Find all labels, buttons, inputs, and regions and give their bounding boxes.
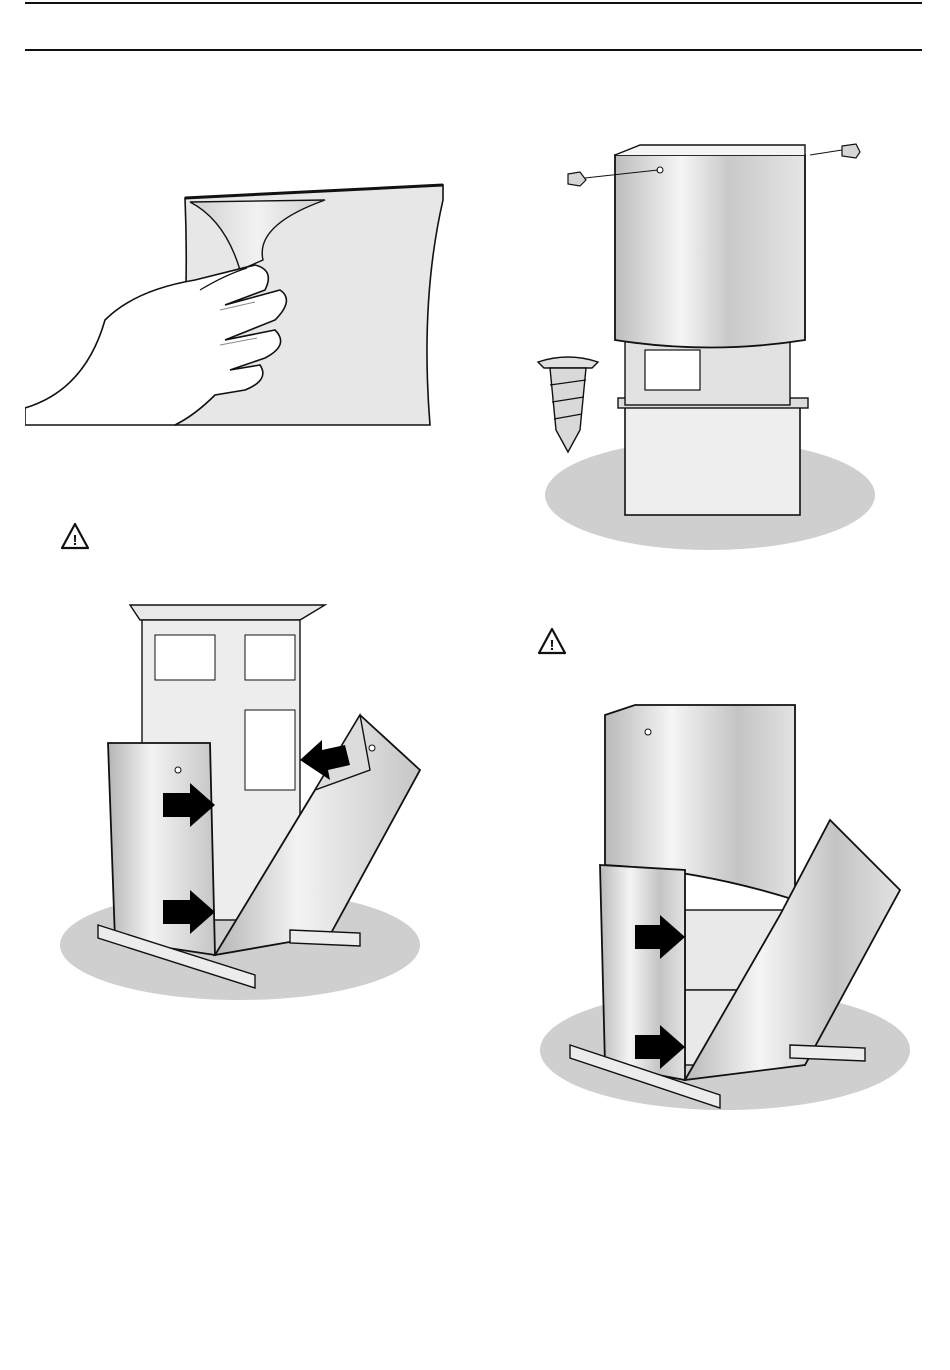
header-rule-bottom [25,49,922,51]
svg-text:!: ! [550,637,555,654]
header-rule-top [25,2,922,4]
upper-chimney-screws-illustration [530,140,875,560]
screw-icon-right [842,144,860,158]
screw-icon-left [568,172,586,186]
lower-chimney-closed-illustration [530,700,910,1120]
warning-triangle-icon: ! [537,627,567,655]
svg-text:!: ! [73,532,78,549]
lower-chimney-open-illustration [60,600,430,1010]
hand-peeling-film-illustration [25,180,450,430]
warning-triangle-icon: ! [60,522,90,550]
wall-plug-icon [538,357,598,452]
